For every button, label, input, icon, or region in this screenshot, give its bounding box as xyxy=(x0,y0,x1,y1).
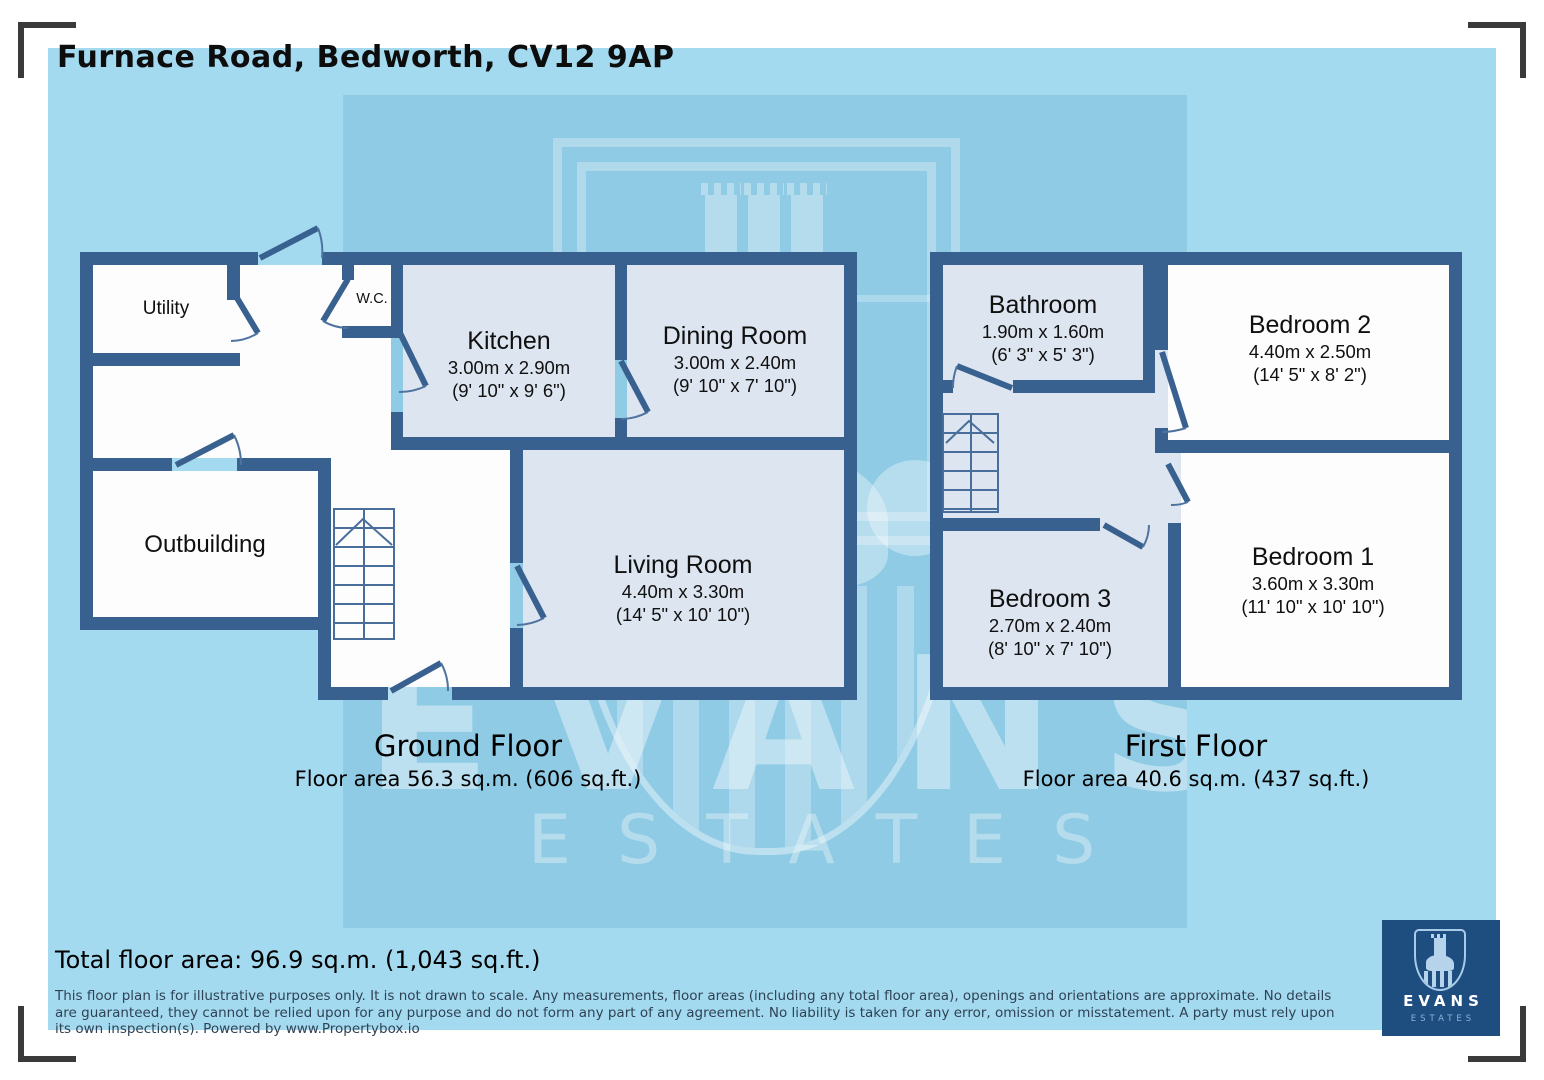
castle-battlement-icon xyxy=(787,183,827,195)
wall-segment xyxy=(318,458,331,700)
wall-segment xyxy=(342,326,403,338)
wall-segment xyxy=(943,518,1100,531)
dining-room-fill xyxy=(627,265,844,437)
room-label-bedroom2: Bedroom 2 4.40m x 2.50m (14' 5" x 8' 2") xyxy=(1248,311,1372,385)
wall-segment xyxy=(93,458,172,471)
total-floor-area: Total floor area: 96.9 sq.m. (1,043 sq.f… xyxy=(55,946,541,974)
logo-elephant-icon xyxy=(1426,955,1454,971)
agency-logo: EVANS ESTATES xyxy=(1382,920,1500,1036)
logo-columns-icon xyxy=(1424,971,1456,987)
wall-segment xyxy=(391,265,403,327)
wall-segment xyxy=(93,353,240,366)
wall-segment xyxy=(1449,252,1462,700)
room-label-bathroom: Bathroom 1.90m x 1.60m (6' 3" x 5' 3") xyxy=(981,291,1105,365)
room-label-bedroom3: Bedroom 3 2.70m x 2.40m (8' 10" x 7' 10"… xyxy=(987,585,1113,659)
disclaimer-text: This floor plan is for illustrative purp… xyxy=(55,988,1335,1037)
room-label-utility: Utility xyxy=(142,298,190,319)
first-floor-caption: First Floor Floor area 40.6 sq.m. (437 s… xyxy=(1022,729,1370,791)
wall-segment xyxy=(615,265,627,360)
corner-bracket-icon xyxy=(1468,22,1526,78)
wall-segment xyxy=(342,265,354,280)
watermark-text-estates: ESTATES xyxy=(528,801,1142,880)
wall-segment xyxy=(452,687,857,700)
castle-battlement-icon xyxy=(701,183,741,195)
logo-name: EVANS xyxy=(1403,992,1484,1010)
wall-segment xyxy=(1168,523,1181,687)
wall-segment xyxy=(844,252,857,700)
logo-shield-icon xyxy=(1414,929,1466,991)
room-label-wc: W.C. xyxy=(356,291,388,307)
wall-segment xyxy=(943,380,953,393)
wall-segment xyxy=(318,687,388,700)
kitchen-fill xyxy=(403,265,615,437)
ground-floor-caption: Ground Floor Floor area 56.3 sq.m. (606 … xyxy=(294,729,642,791)
room-label-bedroom1: Bedroom 1 3.60m x 3.30m (11' 10" x 10' 1… xyxy=(1241,543,1385,617)
wall-segment xyxy=(80,617,330,630)
wall-segment xyxy=(930,687,1462,700)
wall-segment xyxy=(322,252,857,265)
room-label-kitchen: Kitchen 3.00m x 2.90m (9' 10" x 9' 6") xyxy=(447,327,571,401)
room-label-living-room: Living Room 4.40m x 3.30m (14' 5" x 10' … xyxy=(613,551,753,625)
wall-segment xyxy=(1155,428,1168,440)
outbuilding-fill xyxy=(93,471,318,617)
corner-bracket-icon xyxy=(18,22,76,78)
wall-segment xyxy=(1143,265,1155,393)
staircase xyxy=(942,413,999,513)
wall-segment xyxy=(1013,380,1143,393)
wall-segment xyxy=(615,418,627,450)
castle-battlement-icon xyxy=(744,183,784,195)
wall-segment xyxy=(391,412,403,450)
room-label-dining-room: Dining Room 3.00m x 2.40m (9' 10" x 7' 1… xyxy=(662,322,808,396)
room-label-outbuilding: Outbuilding xyxy=(144,531,266,558)
wall-segment xyxy=(80,252,93,630)
wall-segment xyxy=(510,628,523,687)
wall-segment xyxy=(930,252,1462,265)
wall-segment xyxy=(403,437,857,450)
wall-segment xyxy=(237,458,330,471)
corner-bracket-icon xyxy=(18,1006,76,1062)
wall-segment xyxy=(227,265,240,300)
living-room-fill xyxy=(523,450,844,687)
wall-segment xyxy=(510,450,523,563)
wall-segment xyxy=(80,252,258,265)
page-title: Furnace Road, Bedworth, CV12 9AP xyxy=(57,40,675,75)
wall-segment xyxy=(930,252,943,700)
corner-bracket-icon xyxy=(1468,1006,1526,1062)
bedroom1-fill xyxy=(1181,453,1449,687)
logo-subname: ESTATES xyxy=(1410,1014,1476,1024)
bedroom2-fill xyxy=(1168,265,1449,440)
staircase xyxy=(333,508,395,640)
logo-tower-icon xyxy=(1431,934,1449,956)
wall-segment xyxy=(1155,440,1462,453)
wall-segment xyxy=(1155,265,1168,350)
